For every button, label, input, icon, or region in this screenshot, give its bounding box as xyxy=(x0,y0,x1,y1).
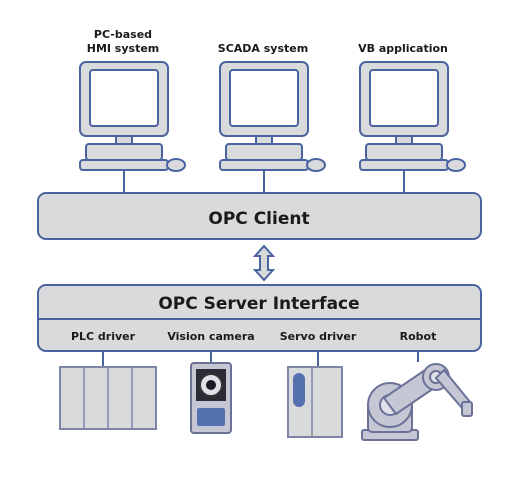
opc-client-box xyxy=(37,192,482,240)
opc-server-label: OPC Server Interface xyxy=(158,294,359,314)
driver-label-servo: Servo driver xyxy=(280,330,357,343)
client-label-hmi-line2: HMI system xyxy=(87,42,160,55)
robot-arm-icon xyxy=(361,363,473,441)
plc-rack-icon xyxy=(59,366,157,430)
driver-label-plc: PLC driver xyxy=(71,330,136,343)
driver-label-vision: Vision camera xyxy=(167,330,254,343)
computer-icon xyxy=(359,61,466,172)
computer-icon xyxy=(219,61,326,172)
double-arrow-icon xyxy=(252,244,276,282)
computer-icon xyxy=(79,61,186,172)
client-label-hmi-line1: PC-based xyxy=(94,28,152,41)
camera-icon xyxy=(190,362,232,434)
servo-drive-icon xyxy=(287,366,343,438)
driver-label-robot: Robot xyxy=(400,330,437,343)
client-label-scada: SCADA system xyxy=(218,42,308,55)
client-label-vb: VB application xyxy=(358,42,448,55)
opc-client-label: OPC Client xyxy=(208,209,309,229)
